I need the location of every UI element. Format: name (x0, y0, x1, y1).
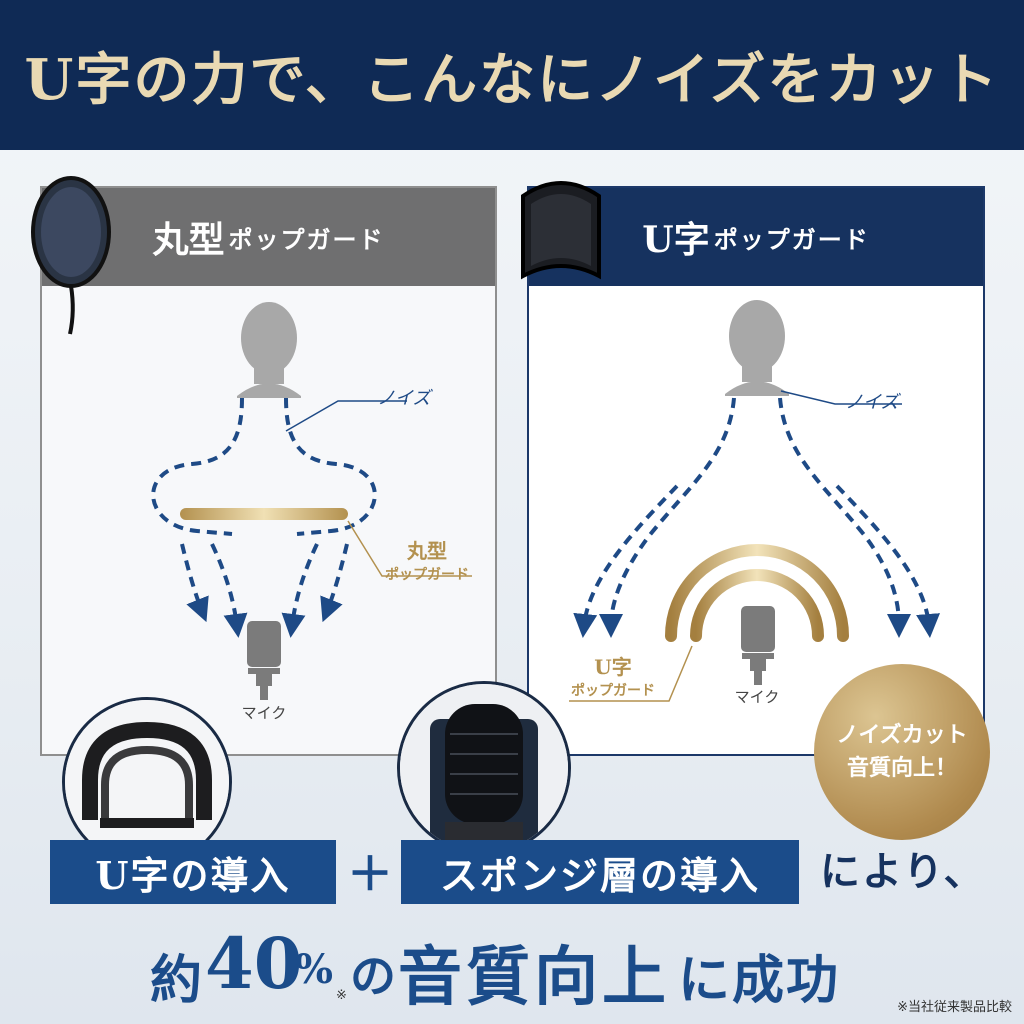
u-panel-title-main: U字 (642, 219, 710, 261)
noise-cut-badge: ノイズカット 音質向上！ (814, 664, 990, 840)
round-mic-label: マイク (242, 704, 287, 722)
u-pop-guard-panel: U字 ポップガード (527, 186, 985, 756)
round-guard-label-2: ポップガード (385, 566, 469, 583)
head-icon (237, 302, 301, 398)
u-guard-label-2: ポップガード (571, 682, 655, 699)
u-panel-header: U字 ポップガード (529, 188, 983, 286)
top-banner: U字の力で、こんなにノイズをカット (0, 0, 1024, 150)
round-guard-diagram: ノイズ 丸型 ポップガード マイク (151, 302, 472, 722)
u-shape-feature-label: U字の導入 (95, 852, 291, 898)
u-guard-inner (690, 569, 824, 642)
round-panel-title-main: 丸型 (152, 219, 225, 261)
u-frame-photo (62, 697, 232, 867)
sponge-feature-label: スポンジ層の導入 (439, 852, 760, 898)
features-suffix: により、 (820, 848, 986, 895)
round-pop-guard-panel: 丸型 ポップガード (40, 186, 497, 756)
round-noise-label: ノイズ (377, 388, 433, 409)
head-icon (725, 300, 789, 396)
result-middle: の (350, 949, 396, 1003)
result-prefix: 約 (150, 950, 203, 1011)
plus-sign: ＋ (347, 847, 393, 901)
mic-icon (247, 621, 281, 700)
u-guard-label-1: U字 (594, 655, 631, 679)
mic-icon (741, 606, 775, 685)
u-guard-outer (665, 544, 849, 642)
sponge-feature-box: スポンジ層の導入 (401, 840, 799, 904)
u-mic-label: マイク (735, 688, 780, 706)
u-shape-feature-box: U字の導入 (50, 840, 336, 904)
u-panel-title-sub: ポップガード (713, 224, 870, 254)
round-panel-header: 丸型 ポップガード (42, 188, 495, 286)
badge-line-1: ノイズカット (836, 722, 968, 748)
round-guard-label-1: 丸型 (406, 539, 447, 563)
round-guard-bar (180, 508, 348, 520)
round-panel-title-sub: ポップガード (228, 224, 385, 254)
result-note-mark: ※ (336, 988, 347, 1003)
result-highlight: 音質向上 (398, 940, 670, 1015)
result-percent: % (295, 946, 334, 993)
round-guard-photo (31, 176, 111, 335)
footnote: ※当社従来製品比較 (897, 1000, 1012, 1015)
u-noise-label: ノイズ (845, 392, 901, 413)
u-guard-diagram: ノイズ U字 ポップガード マイク (569, 300, 940, 706)
u-guard-photo (521, 181, 601, 280)
sponge-layer-photo (397, 681, 571, 855)
result-headline: 約 40 % の 音質向上 に成功 (0, 920, 1024, 1015)
result-number: 40 (205, 922, 303, 1005)
result-suffix: に成功 (678, 950, 841, 1011)
badge-line-2: 音質向上！ (846, 755, 957, 781)
page-title: U字の力で、こんなにノイズをカット (24, 46, 1000, 113)
